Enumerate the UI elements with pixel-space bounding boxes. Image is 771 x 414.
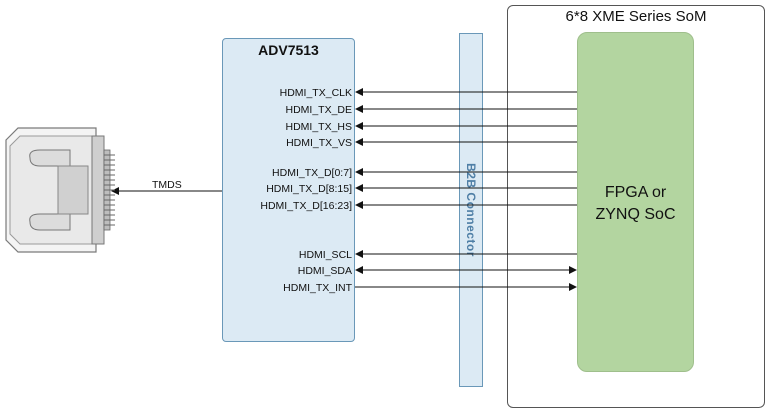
- hdmi-connector-icon: [5, 127, 115, 253]
- signal-label-hdmi-tx-de: HDMI_TX_DE: [285, 104, 352, 116]
- fpga-label-line1: FPGA or: [604, 184, 667, 201]
- adv7513-title: ADV7513: [258, 42, 319, 58]
- signal-label-hdmi-tx-d-16-23: HDMI_TX_D[16:23]: [260, 200, 352, 212]
- adv7513-block: [222, 38, 355, 342]
- signal-label-hdmi-tx-d-8-15: HDMI_TX_D[8:15]: [266, 183, 352, 195]
- signal-label-hdmi-tx-vs: HDMI_TX_VS: [286, 137, 352, 149]
- signal-label-hdmi-scl: HDMI_SCL: [298, 249, 352, 261]
- signal-label-hdmi-sda: HDMI_SDA: [297, 265, 352, 277]
- tmds-label: TMDS: [152, 179, 182, 191]
- som-title: 6*8 XME Series SoM: [565, 8, 707, 25]
- signal-label-hdmi-tx-int: HDMI_TX_INT: [283, 282, 352, 294]
- signal-label-hdmi-tx-d-0-7: HDMI_TX_D[0:7]: [272, 167, 352, 179]
- fpga-label: FPGA or ZYNQ SoC: [577, 182, 694, 226]
- signal-label-hdmi-tx-clk: HDMI_TX_CLK: [279, 87, 352, 99]
- signal-label-hdmi-tx-hs: HDMI_TX_HS: [285, 121, 352, 133]
- fpga-block: [577, 32, 694, 372]
- fpga-label-line2: ZYNQ SoC: [595, 206, 676, 223]
